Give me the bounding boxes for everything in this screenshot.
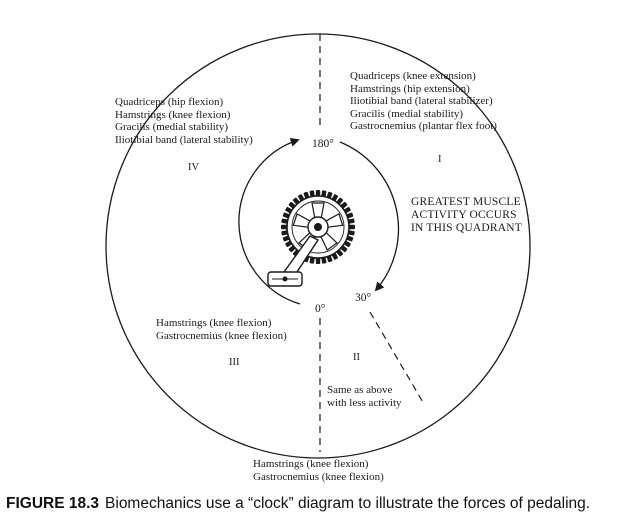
quadrant-i-muscle: Gastrocnemius (plantar flex foot) bbox=[350, 120, 497, 132]
divider-30deg-dashed bbox=[369, 311, 425, 405]
emphasis-line: IN THIS QUADRANT bbox=[411, 222, 522, 234]
quadrant-iv-muscle: Gracilis (medial stability) bbox=[115, 121, 229, 133]
bottom-muscle: Hamstrings (knee flexion) bbox=[253, 458, 369, 470]
angle-label-180: 180° bbox=[312, 138, 334, 150]
bottom-muscle-list: Hamstrings (knee flexion) Gastrocnemius … bbox=[253, 458, 384, 483]
quadrant-i-muscle: Hamstrings (hip extension) bbox=[350, 82, 470, 95]
quadrant-iii-muscle-list: Hamstrings (knee flexion) Gastrocnemius … bbox=[156, 317, 287, 342]
greatest-activity-note: GREATEST MUSCLE ACTIVITY OCCURS IN THIS … bbox=[411, 196, 522, 235]
quadrant-iv-muscle: Quadriceps (hip flexion) bbox=[115, 96, 224, 108]
quadrant-i-muscle: Gracilis (medial stability) bbox=[350, 107, 464, 120]
crank-arm-icon bbox=[267, 235, 320, 287]
quadrant-iii-muscle: Hamstrings (knee flexion) bbox=[156, 317, 272, 329]
quadrant-i-muscle: Quadriceps (knee extension) bbox=[350, 70, 476, 82]
quadrant-iv-muscle: Hamstrings (knee flexion) bbox=[115, 108, 231, 121]
quadrant-ii-note-line: with less activity bbox=[327, 396, 402, 409]
quadrant-iv-muscle: Iliotibial band (lateral stability) bbox=[115, 133, 253, 146]
emphasis-line: ACTIVITY OCCURS bbox=[411, 209, 517, 221]
quadrant-i-numeral: I bbox=[438, 154, 442, 165]
angle-label-0: 0° bbox=[315, 303, 326, 315]
bottom-muscle: Gastrocnemius (knee flexion) bbox=[253, 470, 384, 483]
figure-caption-text: Biomechanics use a “clock” diagram to il… bbox=[105, 495, 591, 512]
quadrant-ii-note: Same as above with less activity bbox=[327, 384, 402, 409]
quadrant-ii-numeral: II bbox=[353, 352, 360, 363]
quadrant-iii-muscle: Gastrocnemius (knee flexion) bbox=[156, 329, 287, 342]
angle-label-30: 30° bbox=[355, 292, 372, 304]
rotation-arc-left bbox=[238, 137, 301, 305]
quadrant-iv-muscle-list: Quadriceps (hip flexion) Hamstrings (kne… bbox=[115, 96, 253, 146]
quadrant-i-muscle: Iliotibial band (lateral stabilizer) bbox=[350, 95, 493, 107]
figure-label: FIGURE 18.3 bbox=[6, 495, 100, 512]
outer-clock-circle bbox=[105, 33, 531, 459]
quadrant-iv-numeral: IV bbox=[188, 162, 200, 173]
quadrant-ii-note-line: Same as above bbox=[327, 384, 393, 396]
quadrant-iii-numeral: III bbox=[229, 357, 240, 368]
quadrant-i-muscle-list: Quadriceps (knee extension) Hamstrings (… bbox=[350, 70, 497, 133]
emphasis-line: GREATEST MUSCLE bbox=[411, 196, 521, 208]
figure-caption: FIGURE 18.3 Biomechanics use a “clock” di… bbox=[6, 495, 636, 513]
rotation-arc-right bbox=[339, 141, 400, 292]
chainring-gear-icon bbox=[281, 190, 355, 264]
